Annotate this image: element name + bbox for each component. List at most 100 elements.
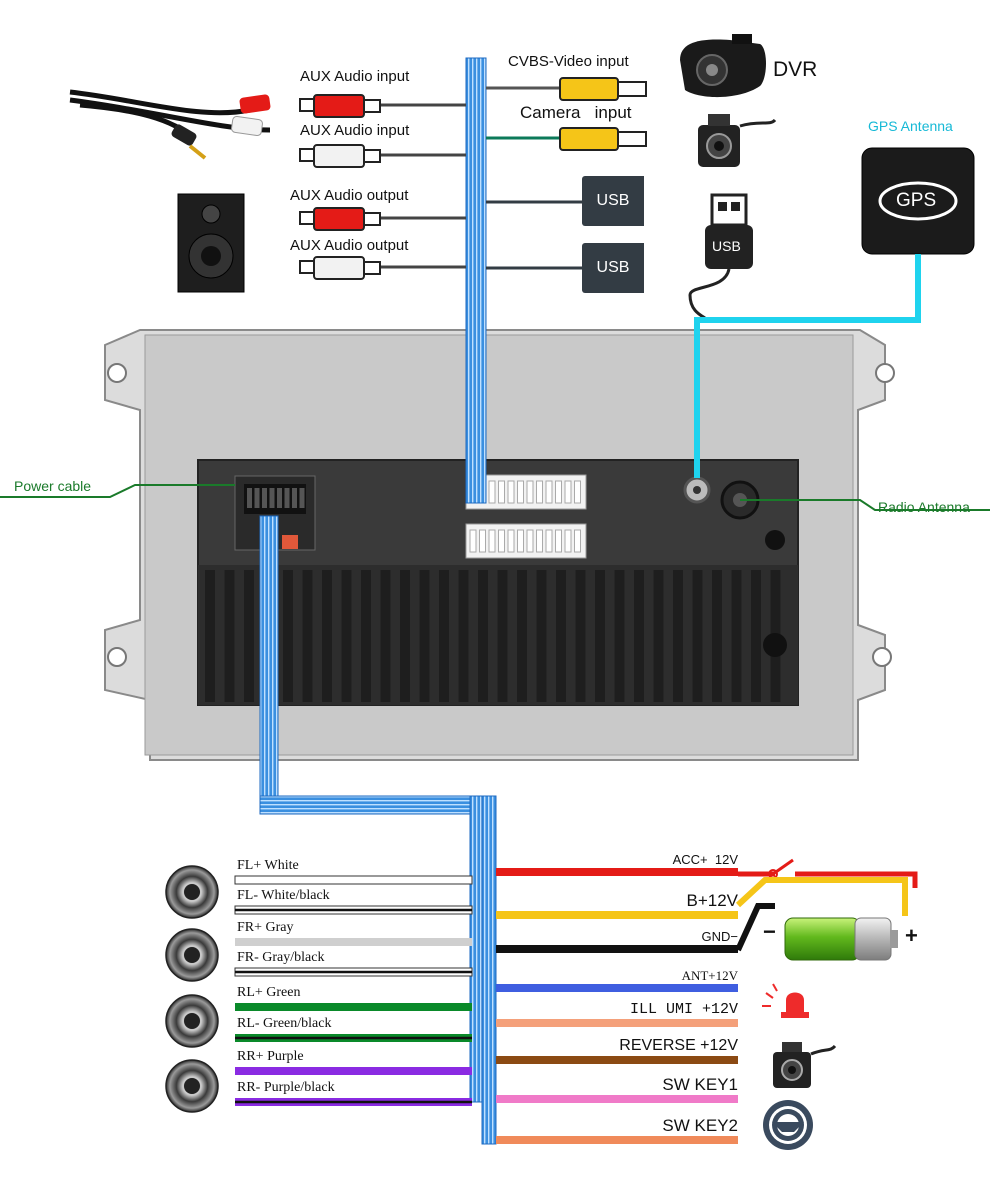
head-unit xyxy=(104,329,895,761)
power-connector-pin xyxy=(262,488,267,508)
speaker-plus-label: RR+ Purple xyxy=(237,1049,304,1064)
connector-pin xyxy=(574,529,581,553)
dvr-camera xyxy=(680,34,766,98)
power-wire xyxy=(496,984,738,992)
power-cable-label: Power cable xyxy=(14,478,92,494)
heatsink-fin xyxy=(692,570,703,702)
reverse-camera-icon xyxy=(773,1042,837,1088)
aux-audio-input-label-1: AUX Audio input xyxy=(300,68,410,85)
heatsink-fin xyxy=(556,570,566,702)
dvr-label: DVR xyxy=(773,58,818,81)
rca-boot xyxy=(363,212,381,226)
rca-tip xyxy=(299,211,315,225)
power-connector-pin xyxy=(277,488,282,508)
heatsink-fin xyxy=(634,570,644,702)
heatsink-fin xyxy=(478,570,488,702)
speaker-plus-label: FR+ Gray xyxy=(237,920,294,935)
heatsink-fin xyxy=(439,570,449,702)
connector-pin xyxy=(517,529,524,553)
heatsink-fin xyxy=(517,570,527,702)
heatsink-fin xyxy=(614,570,625,702)
usb-port-1-label: USB xyxy=(596,192,630,209)
battery-icon xyxy=(784,917,898,961)
power-wire xyxy=(496,1019,738,1027)
video-rca-plugs xyxy=(559,77,647,151)
connector-pin xyxy=(526,480,534,504)
heatsink-fin xyxy=(751,570,761,702)
speaker-plus-wire xyxy=(235,1003,472,1011)
heatsink-fin xyxy=(673,570,683,702)
connector-pin xyxy=(555,480,562,504)
speaker-minus-label: RR- Purple/black xyxy=(237,1080,335,1095)
heatsink-fin xyxy=(283,570,293,702)
heatsink-fin xyxy=(322,570,332,702)
speaker-cabinet xyxy=(177,193,245,293)
speaker-plus-wire xyxy=(234,875,473,885)
connector-pin xyxy=(469,529,477,553)
rca-plug xyxy=(313,94,365,118)
speaker-minus-label: RL- Green/black xyxy=(237,1016,332,1031)
connector-pin xyxy=(564,529,572,553)
speaker-minus-label: FL- White/black xyxy=(237,888,330,903)
steering-wheel-icon xyxy=(763,1100,813,1150)
heatsink-fin xyxy=(731,570,742,702)
power-wire-label: B+12V xyxy=(686,891,738,910)
rca-boot xyxy=(363,261,381,275)
illumination-light-icon xyxy=(762,983,809,1018)
aux-audio-output-label-1: AUX Audio output xyxy=(290,187,409,204)
speaker-plus-label: FL+ White xyxy=(237,858,299,873)
heatsink-fin xyxy=(536,570,547,702)
power-wire xyxy=(496,868,738,876)
power-connector-pin xyxy=(299,488,305,508)
power-connector-pin xyxy=(284,488,290,508)
power-wire-label: SW KEY2 xyxy=(662,1116,738,1135)
connector-pin xyxy=(479,529,486,553)
rca-boot xyxy=(363,149,381,163)
power-connector-pin xyxy=(254,488,260,508)
heatsink-fin xyxy=(595,570,605,702)
gps-antenna-label: GPS Antenna xyxy=(868,118,953,134)
power-wire-label: SW KEY1 xyxy=(662,1075,738,1094)
gps-box-label: GPS xyxy=(896,190,937,211)
speaker-cone xyxy=(184,1078,200,1094)
connector-pin xyxy=(526,529,534,553)
speaker-cone xyxy=(184,947,200,963)
power-wire-label: REVERSE +12V xyxy=(619,1037,738,1054)
heatsink-fin xyxy=(458,570,469,702)
usb-stick-label: USB xyxy=(712,238,741,254)
rca-plug xyxy=(313,256,365,280)
connector-pin xyxy=(545,529,553,553)
speaker-wires xyxy=(234,875,473,1106)
acc-switch xyxy=(735,858,918,952)
connector-pin xyxy=(555,529,562,553)
connector-pin xyxy=(507,480,515,504)
usb-port-2-label: USB xyxy=(596,259,630,276)
heatsink-fin xyxy=(302,570,313,702)
power-connector-pin xyxy=(269,488,275,508)
connector-pin xyxy=(498,480,505,504)
connector-pin xyxy=(507,529,515,553)
heatsink-fin xyxy=(575,570,586,702)
heatsink-fin xyxy=(712,570,722,702)
connector-pin xyxy=(517,480,524,504)
power-wires xyxy=(496,868,738,1144)
aux-audio-output-label-2: AUX Audio output xyxy=(290,237,409,254)
heatsink-fin xyxy=(224,570,235,702)
heatsink-fin xyxy=(653,570,664,702)
cvbs-video-input-label: CVBS-Video input xyxy=(508,53,629,70)
radio-antenna-leader xyxy=(740,499,990,511)
power-wire xyxy=(496,911,738,919)
power-wire xyxy=(496,1056,738,1064)
power-ribbon-harness xyxy=(259,515,497,1145)
rca-tip xyxy=(299,260,315,274)
connector-pin xyxy=(536,529,543,553)
speaker-plus-wire xyxy=(235,1067,472,1075)
speaker-cone xyxy=(184,1013,200,1029)
power-wire-label: ANT+12V xyxy=(681,968,738,983)
heatsink-fin xyxy=(244,570,254,702)
power-cable-leader xyxy=(0,484,235,498)
rca-cable-photo xyxy=(69,89,271,160)
power-wire-label: GND− xyxy=(701,929,738,944)
